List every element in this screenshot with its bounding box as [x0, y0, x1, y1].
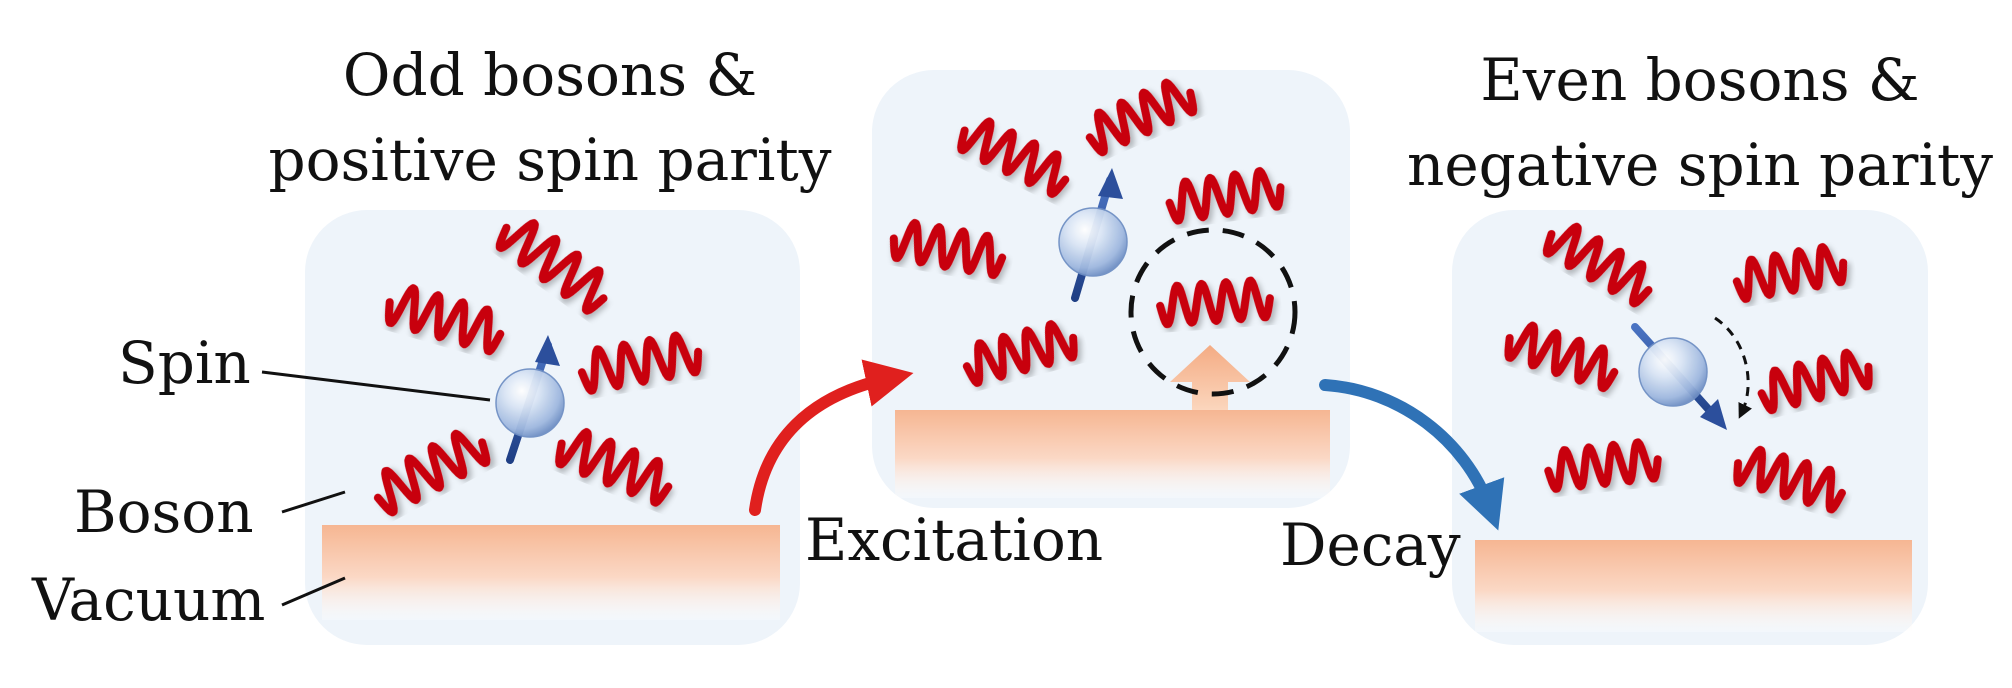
excitation-arrow: [749, 359, 914, 516]
boson-wave: [555, 428, 673, 507]
spin-label: Spin: [118, 329, 251, 397]
right-title-line2: negative spin parity: [1407, 131, 1993, 199]
boson-wave: [962, 320, 1078, 387]
spin-left: [495, 335, 565, 464]
spin-sphere-right: [1638, 337, 1708, 407]
boson-wave: [1504, 321, 1619, 393]
panel-right: [1452, 210, 1928, 645]
decay-arrow: [1319, 379, 1505, 531]
boson-leader-line: [281, 490, 346, 514]
emitted-boson-highlight: [1128, 227, 1298, 397]
spin-middle: [1058, 168, 1128, 302]
boson-wave: [1757, 348, 1873, 415]
spin-sphere-middle: [1058, 207, 1128, 277]
emission-up-arrow: [1170, 345, 1250, 410]
spin-sphere-left: [495, 368, 565, 438]
spin-right: [1631, 316, 1753, 430]
boson-waves: [373, 78, 1873, 517]
boson-wave: [373, 429, 491, 517]
vacuum-slab-left: [322, 525, 780, 620]
left-title-line2: positive spin parity: [268, 126, 831, 194]
boson-wave: [1156, 276, 1274, 329]
left-title-line1: Odd bosons &: [343, 41, 757, 109]
boson-wave: [889, 218, 1007, 280]
boson-wave: [1733, 445, 1846, 514]
boson-wave: [1732, 243, 1848, 303]
spin-leader-line: [261, 370, 491, 402]
vacuum-leader-line: [281, 576, 346, 607]
boson-wave: [577, 331, 703, 395]
boson-wave: [1544, 438, 1662, 493]
vacuum-label: Vacuum: [31, 566, 265, 634]
boson-wave: [1085, 78, 1198, 157]
spin-flip-indicator: [1714, 316, 1753, 419]
spin-arrowhead-middle: [1098, 168, 1123, 199]
right-title-line1: Even bosons &: [1480, 46, 1919, 114]
boson-label: Boson: [74, 478, 254, 546]
boson-wave: [384, 284, 505, 356]
spin-arrowhead-right: [1700, 399, 1727, 430]
vacuum-slab-right: [1475, 540, 1912, 632]
excitation-label: Excitation: [805, 506, 1103, 574]
boson-wave: [495, 219, 608, 315]
boson-wave: [1165, 167, 1285, 225]
vacuum-slab-middle: [895, 410, 1330, 498]
boson-wave: [1542, 222, 1653, 308]
decay-label: Decay: [1280, 511, 1461, 579]
boson-wave: [957, 117, 1070, 198]
spin-arrowhead-left: [535, 335, 560, 366]
